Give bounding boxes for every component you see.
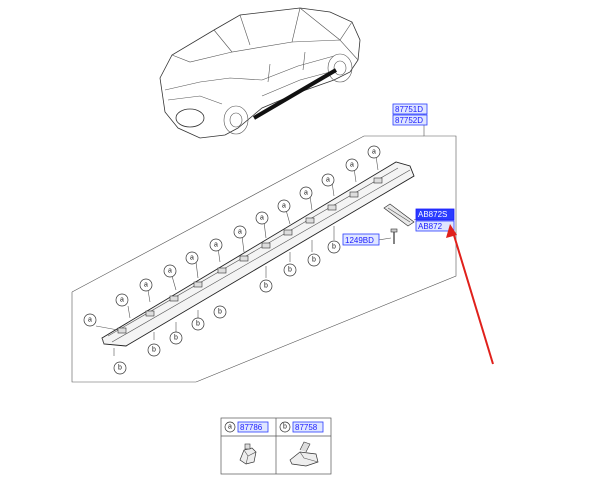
marker-b (327, 240, 341, 254)
callout-selected[interactable]: AB872S AB872 (415, 208, 455, 232)
clip (261, 242, 271, 249)
clip (283, 229, 293, 236)
callout-selected-bottom[interactable]: AB872 (418, 222, 443, 231)
clips (117, 177, 383, 334)
marker-a (299, 186, 313, 200)
callout-bolt[interactable]: 1249BD (342, 233, 380, 246)
marker-b-label: b (218, 309, 222, 316)
marker-a (185, 251, 199, 265)
callout-assembly-bottom-box[interactable] (392, 114, 428, 126)
marker-a-label: a (350, 162, 354, 169)
marker-a-label: a (326, 177, 330, 184)
marker-b-label: b (264, 283, 268, 290)
marker-b-label: b (196, 321, 200, 328)
clip (305, 217, 315, 224)
side-sill-highlight (252, 68, 338, 120)
marker-b (307, 253, 321, 267)
clip (145, 310, 155, 317)
marker-a-label: a (168, 268, 172, 275)
clip-a-icon (239, 443, 257, 465)
marker-b (191, 317, 205, 331)
marker-a (277, 199, 291, 213)
marker-a-label: a (190, 255, 194, 262)
marker-a-group: a a a a a a a a a a a a a (83, 145, 381, 327)
callout-selected-top[interactable]: AB872S (418, 210, 447, 219)
callout-assembly-top-box[interactable] (392, 103, 428, 115)
car-illustration (159, 7, 361, 139)
bolt-head (390, 228, 398, 233)
marker-b-label: b (312, 257, 316, 264)
callout-bolt-label[interactable]: 1249BD (345, 236, 374, 245)
clip (239, 255, 249, 262)
marker-a (367, 145, 381, 159)
legend-part-2-box[interactable] (292, 421, 324, 433)
callout-bolt-box[interactable] (342, 233, 380, 246)
marker-b-label: b (174, 335, 178, 342)
clip (217, 267, 227, 274)
legend-marker-a (224, 421, 236, 433)
legend-part-2[interactable]: 87758 (295, 423, 318, 432)
marker-a (345, 158, 359, 172)
clip (327, 204, 337, 211)
callout-selected-bottom-box[interactable] (415, 220, 455, 232)
legend-marker-a-label: a (228, 424, 232, 431)
clip (193, 281, 203, 288)
marker-a (139, 278, 153, 292)
marker-a (233, 225, 247, 239)
marker-a-label: a (260, 215, 264, 222)
marker-a (115, 293, 129, 307)
marker-b-label: b (152, 347, 156, 354)
callout-assembly[interactable]: 87751D 87752D (392, 103, 428, 126)
red-arrow (446, 224, 494, 365)
clip (169, 295, 179, 302)
marker-a-label: a (214, 242, 218, 249)
marker-a-label: a (282, 203, 286, 210)
marker-a-label: a (372, 149, 376, 156)
callout-assembly-bottom[interactable]: 87752D (395, 116, 423, 125)
legend-marker-b-label: b (283, 424, 287, 431)
marker-a-label: a (88, 317, 92, 324)
marker-a-label: a (144, 282, 148, 289)
arrow-head (446, 224, 457, 238)
marker-b (147, 343, 161, 357)
marker-a (255, 211, 269, 225)
leader-lines (95, 155, 379, 356)
marker-b (169, 331, 183, 345)
callout-assembly-top[interactable]: 87751D (395, 105, 423, 114)
marker-a (321, 173, 335, 187)
marker-b (283, 263, 297, 277)
marker-a (163, 264, 177, 278)
marker-a (83, 313, 97, 327)
marker-a-label: a (238, 229, 242, 236)
side-sill-moulding (101, 161, 415, 347)
marker-a (209, 238, 223, 252)
legend-part-1-box[interactable] (237, 421, 269, 433)
clip (117, 327, 127, 334)
callout-selected-top-box[interactable] (415, 208, 455, 221)
marker-b-group: b b b b b b b b b (113, 240, 341, 375)
marker-b (113, 361, 127, 375)
legend-table: a 87786 b 87758 (220, 417, 332, 475)
legend-marker-b (279, 421, 291, 433)
arrow-shaft (452, 231, 494, 365)
marker-b (213, 305, 227, 319)
marker-b (259, 279, 273, 293)
marker-b-label: b (118, 365, 122, 372)
marker-b-label: b (332, 244, 336, 251)
marker-a-label: a (304, 190, 308, 197)
clip (349, 191, 359, 198)
legend-part-1[interactable]: 87786 (240, 423, 263, 432)
badge-and-bolt (377, 203, 425, 244)
clip-b-icon (289, 441, 319, 467)
marker-b-label: b (288, 267, 292, 274)
clip (373, 177, 383, 184)
marker-a-label: a (120, 297, 124, 304)
